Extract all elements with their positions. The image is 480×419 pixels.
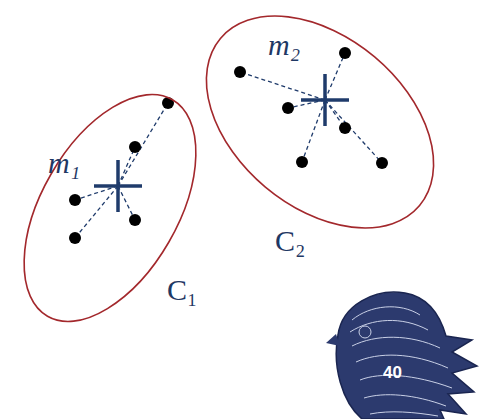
cluster-region: m₁ C₁ xyxy=(24,95,196,321)
logo-number: 40 xyxy=(383,364,402,381)
logo-owl xyxy=(326,292,477,419)
centroid-label: m₁ xyxy=(48,148,80,178)
centroid-label: m₂ xyxy=(268,30,300,60)
cluster-region: m₂C₂ xyxy=(206,16,434,228)
cluster-name: C₁ xyxy=(167,275,197,305)
centroid-marks xyxy=(94,74,349,212)
cluster-outline xyxy=(206,16,434,228)
cluster-ellipse xyxy=(0,66,231,351)
cluster-ellipse xyxy=(166,0,474,271)
cluster-name: C₂ xyxy=(275,226,305,256)
